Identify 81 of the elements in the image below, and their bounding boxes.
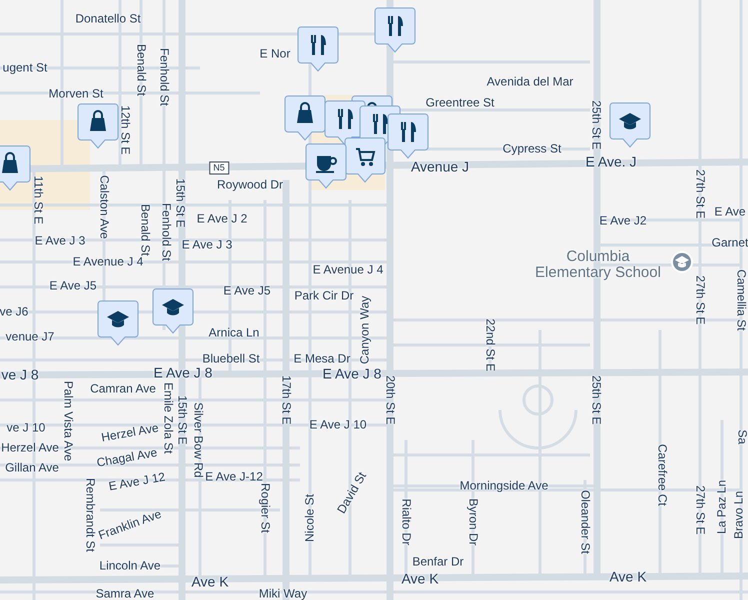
street-label: Rialto Dr — [400, 498, 412, 546]
street-label: 27th St E — [694, 275, 706, 325]
street-label: E Ave J5 — [223, 284, 271, 298]
street-label: Fenhold St — [160, 202, 172, 262]
street-label: Avenue J — [410, 160, 470, 174]
place-label: Columbia Elementary School — [534, 249, 662, 281]
street-label: E Ave J 2 — [196, 212, 248, 226]
street-label: 22nd St E — [484, 318, 496, 372]
street-label: ugent St — [2, 62, 48, 74]
street-label: Benfar Dr — [412, 556, 464, 568]
street-label: Herzel Ave — [100, 422, 160, 444]
street-label: Donatello St — [75, 12, 141, 26]
street-label: Camran Ave — [90, 382, 156, 396]
street-label: E Avenue J 4 — [72, 256, 144, 268]
street-label: ve J 10 — [6, 422, 46, 434]
street-label: E Ave J 10 — [309, 418, 367, 432]
street-label: ve J 8 — [1, 368, 39, 382]
street-label: Oleander St — [578, 490, 592, 554]
street-label: Ave K — [191, 576, 229, 588]
street-label: Silver Bow Rd — [192, 402, 204, 478]
street-label: Bravo Ln — [732, 490, 746, 540]
street-label: E Ave J2 — [599, 214, 647, 228]
street-label: Morningside Ave — [460, 480, 548, 492]
street-label: E Ave J 8 — [322, 368, 382, 380]
street-label: 27th St E — [694, 169, 706, 219]
street-label: Greentree St — [426, 96, 494, 110]
street-label: Palm Vista Ave — [62, 380, 74, 462]
street-label: Miki Way — [258, 588, 308, 600]
street-label: Cypress St — [502, 142, 562, 156]
street-label: Morven St — [48, 88, 104, 100]
street-label: Fenhold St — [158, 48, 170, 106]
route-shield: N5 — [209, 162, 229, 174]
street-label: Lincoln Ave — [99, 560, 161, 572]
street-label: Byron Dr — [466, 498, 480, 546]
street-label: Canyon Way — [358, 296, 372, 364]
street-label: 20th St E — [384, 375, 396, 425]
street-label: Bluebell St — [202, 352, 260, 366]
street-label: Sa — [736, 430, 748, 444]
street-label: La Paz Ln — [716, 480, 728, 534]
street-label: Benald St — [134, 44, 148, 96]
street-label: Calston Ave — [98, 175, 110, 239]
street-label: 15th St E — [174, 178, 186, 228]
street-label: 17th St E — [280, 375, 292, 425]
street-label: 25th St E — [590, 375, 602, 425]
street-label: E Ave J 8 — [154, 366, 212, 380]
street-label: E Ave — [714, 206, 746, 218]
street-label: Samra Ave — [96, 588, 154, 600]
street-label: Rogier St — [258, 482, 272, 534]
street-label: E Ave J 3 — [34, 234, 86, 248]
street-label: Garnet — [712, 236, 748, 250]
street-label: Rembrandt St — [84, 478, 96, 552]
street-label: Ave K — [609, 570, 647, 584]
street-label: ve J6 — [0, 306, 28, 318]
street-label: 25th St E — [590, 100, 602, 150]
street-label: Franklin Ave — [96, 508, 164, 542]
street-label: 15th St E — [176, 395, 188, 445]
street-label: E Mesa Dr — [294, 352, 350, 366]
street-label: Herzel Ave — [1, 442, 59, 454]
street-label: E Nor — [260, 48, 290, 60]
street-label: 27th St E — [694, 485, 706, 535]
street-label: 11th St E — [32, 176, 44, 224]
street-label: Chagal Ave — [96, 446, 158, 470]
street-label: E Ave. J — [585, 156, 637, 168]
street-label: Benald St — [138, 204, 152, 256]
street-label: Roywood Dr — [216, 178, 284, 192]
street-label: Gillan Ave — [5, 462, 59, 474]
street-label: Avenida del Mar — [486, 76, 574, 88]
street-label: Camellia St — [734, 269, 748, 331]
street-label: E Avenue J 4 — [312, 264, 384, 276]
street-label: Ave K — [401, 572, 439, 586]
street-label: Carefree Ct — [656, 444, 668, 506]
street-label: E Ave J5 — [49, 280, 97, 292]
street-label: E Ave J-12 — [205, 470, 263, 484]
street-label: Arnica Ln — [208, 326, 260, 340]
street-label: E Ave J 3 — [182, 238, 232, 252]
street-label: Emile Zola St — [162, 382, 174, 454]
street-label: Park Cir Dr — [294, 290, 354, 302]
street-label: venue J7 — [6, 330, 54, 344]
street-label: E Ave J 12 — [108, 470, 166, 494]
street-label: 12th St E — [118, 105, 132, 155]
street-label: Nicole St — [304, 494, 316, 542]
